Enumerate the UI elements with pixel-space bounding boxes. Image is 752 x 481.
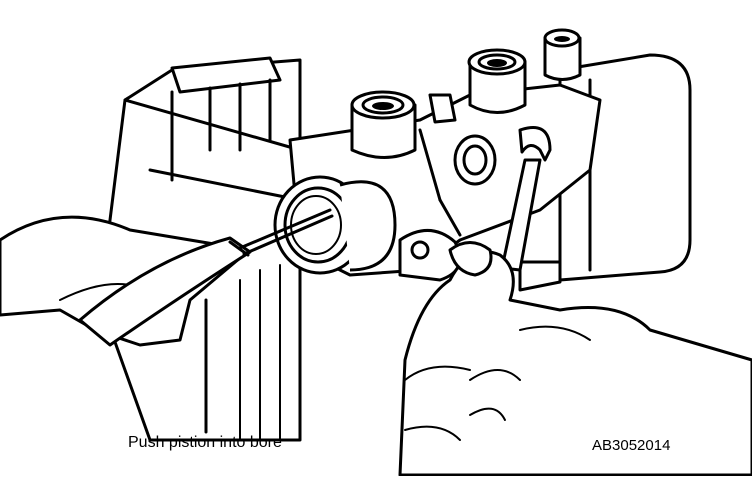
screwdriver	[78, 208, 334, 347]
right-hand	[398, 241, 752, 477]
fluid-port-center	[467, 48, 527, 114]
fluid-port-right	[543, 28, 582, 81]
fluid-port-left	[350, 90, 417, 159]
side-port	[428, 93, 497, 186]
figure-id-label: AB3052014	[592, 437, 671, 454]
callout-label: Push pistion into bore	[128, 434, 282, 451]
wrench	[500, 126, 552, 272]
